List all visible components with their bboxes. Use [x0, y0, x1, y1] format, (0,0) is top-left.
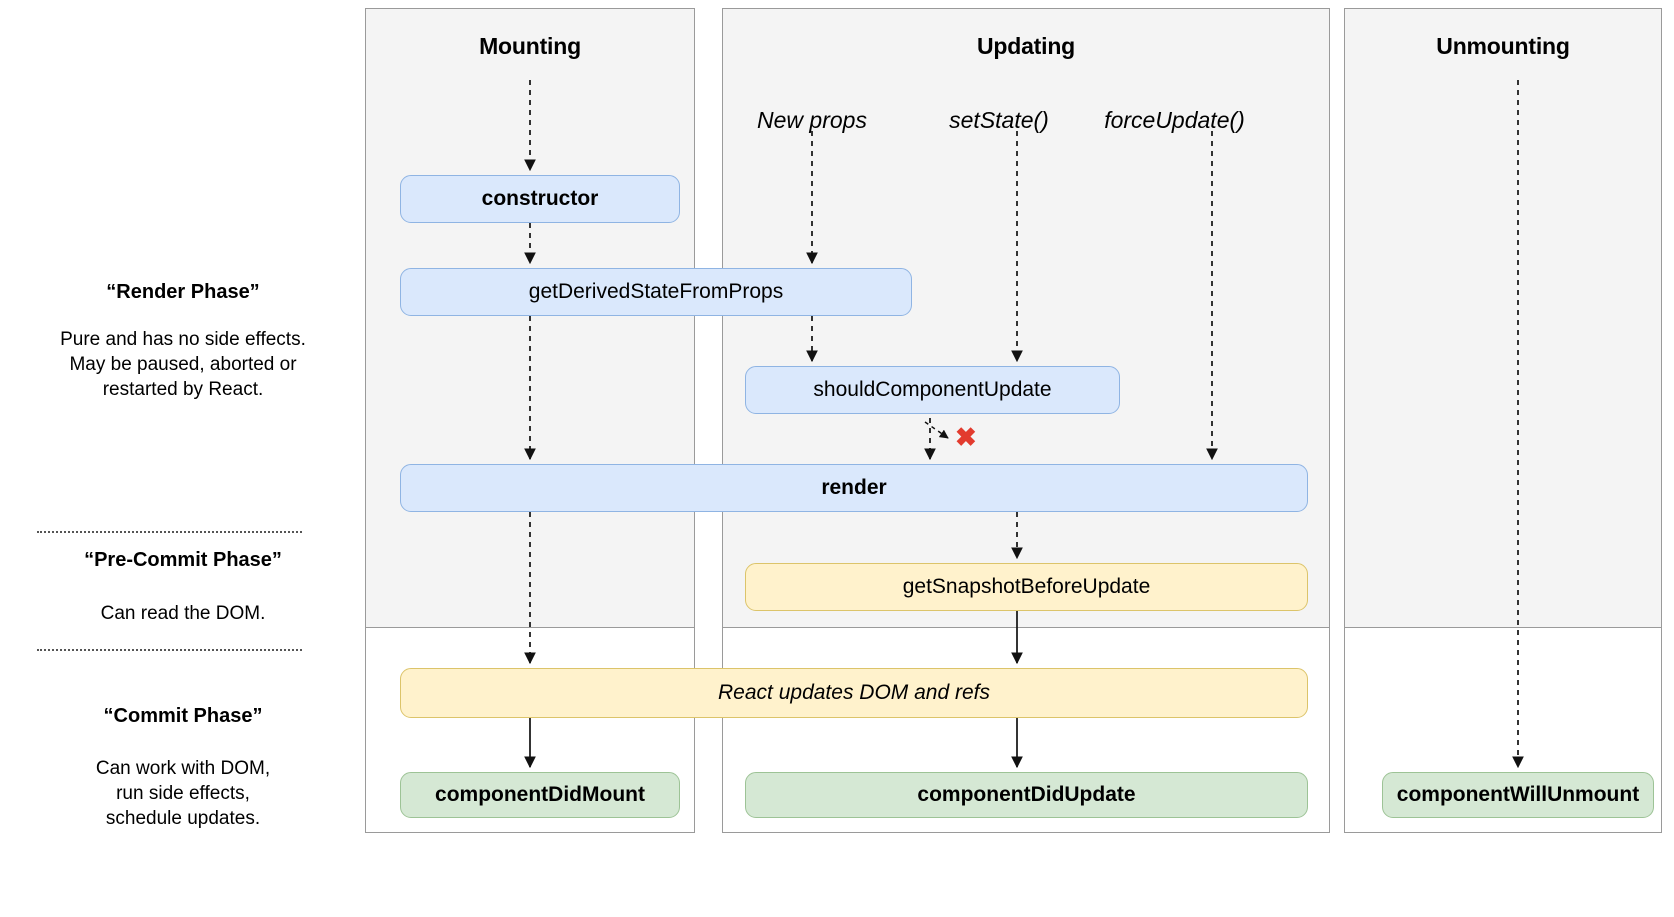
- legend-title-pre-commit-phase: “Pre-Commit Phase”: [84, 549, 282, 571]
- node-react-updates-dom-and-refs[interactable]: React updates DOM and refs: [400, 668, 1308, 718]
- node-constructor[interactable]: constructor: [400, 175, 680, 223]
- node-get-snapshot-before-update[interactable]: getSnapshotBeforeUpdate: [745, 563, 1308, 611]
- trigger-new-props: New props: [757, 107, 867, 133]
- node-get-derived-state-from-props[interactable]: getDerivedStateFromProps: [400, 268, 912, 316]
- trigger-force-update: forceUpdate(): [1104, 107, 1245, 133]
- column-title-unmounting: Unmounting: [1436, 33, 1570, 59]
- node-component-will-unmount[interactable]: componentWillUnmount: [1382, 772, 1654, 818]
- node-component-did-mount[interactable]: componentDidMount: [400, 772, 680, 818]
- bail-out-x-icon: ✖: [955, 422, 977, 452]
- legend-body-render-phase: Pure and has no side effects. May be pau…: [60, 329, 306, 401]
- node-should-component-update[interactable]: shouldComponentUpdate: [745, 366, 1120, 414]
- legend-body-commit-phase: Can work with DOM, run side effects, sch…: [95, 758, 271, 830]
- panel-mounting-render-phase: [365, 8, 695, 628]
- panel-unmounting-render-phase: [1344, 8, 1662, 628]
- node-component-did-update[interactable]: componentDidUpdate: [745, 772, 1308, 818]
- trigger-set-state: setState(): [949, 107, 1049, 133]
- column-title-mounting: Mounting: [479, 33, 581, 59]
- legend-title-render-phase: “Render Phase”: [106, 281, 260, 303]
- panel-updating-render-phase: [722, 8, 1330, 628]
- node-render[interactable]: render: [400, 464, 1308, 512]
- column-title-updating: Updating: [976, 33, 1076, 59]
- legend-body-pre-commit-phase: Can read the DOM.: [100, 603, 266, 624]
- legend-divider-top: [37, 531, 302, 533]
- legend-title-commit-phase: “Commit Phase”: [103, 705, 263, 727]
- legend-divider-bottom: [37, 649, 302, 651]
